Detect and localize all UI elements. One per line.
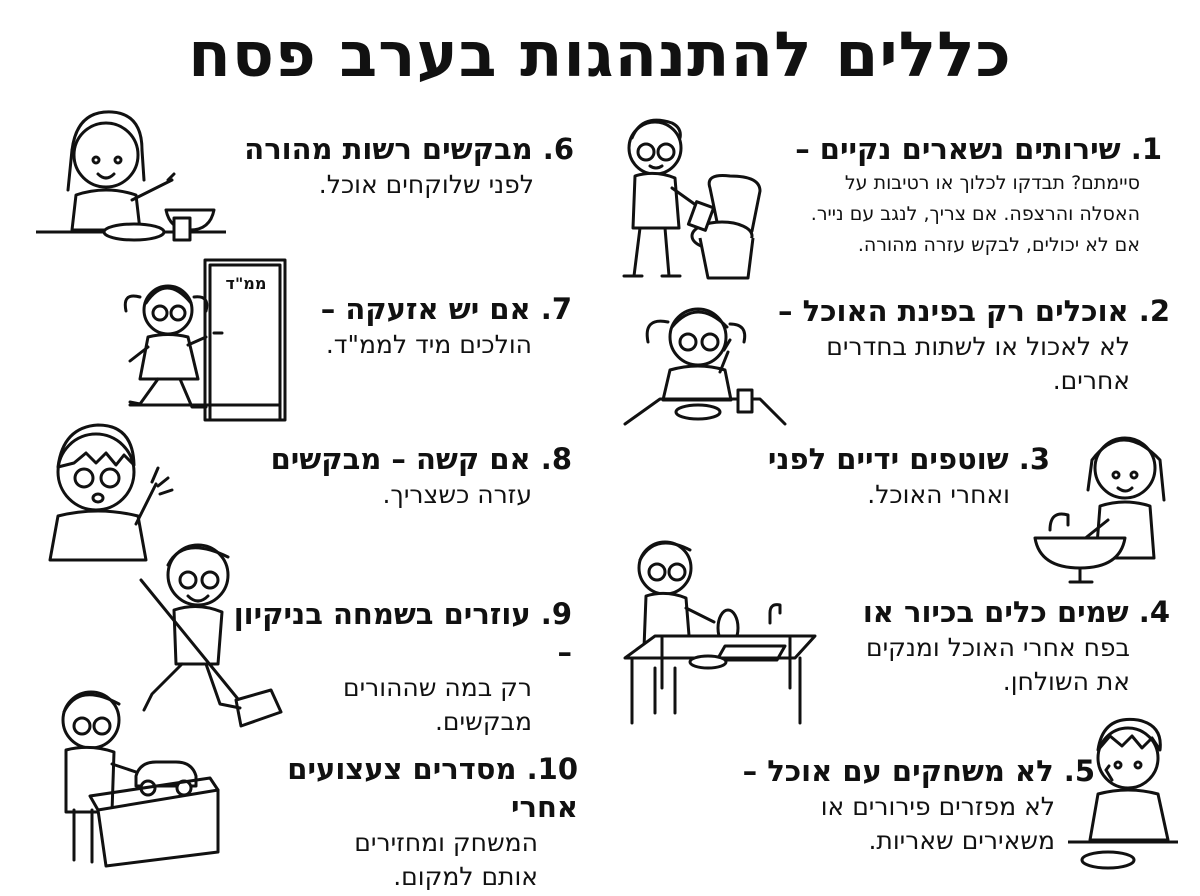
- rule-heading: אם יש אזעקה –: [320, 292, 531, 326]
- rule-body: הולכים מיד לממ"ד.: [325, 330, 532, 359]
- rule-4: 4. שמים כלים בכיור או בפח אחרי האוכל ומנ…: [790, 593, 1170, 699]
- rule-heading: שוטפים ידיים לפני: [767, 442, 1009, 476]
- rule-3: 3. שוטפים ידיים לפני ואחרי האוכל.: [750, 440, 1050, 512]
- rule-heading: לא משחקים עם אוכל –: [742, 754, 1054, 788]
- rule-heading: מבקשים רשות מהורה: [244, 132, 533, 166]
- rule-body: רק במה שההורים מבקשים.: [343, 673, 532, 736]
- rule-number: 1.: [1130, 132, 1162, 166]
- rule-8: 8. אם קשה – מבקשים עזרה כשצריך.: [252, 440, 572, 512]
- girl-asking-permission-icon: [36, 100, 226, 250]
- rule-number: 8.: [540, 442, 572, 476]
- boy-waving-for-help-icon: [36, 412, 186, 562]
- page-title: כללים להתנהגות בערב פסח: [188, 18, 1012, 91]
- rule-body: ואחרי האוכל.: [867, 480, 1010, 509]
- rule-number: 6.: [542, 132, 574, 166]
- rule-number: 3.: [1018, 442, 1050, 476]
- rule-body: סיימתם? תבדקו לכלוך או רטיבות על האסלה ו…: [810, 172, 1140, 256]
- boy-sweeping-icon: [126, 530, 286, 730]
- rule-body: לא מפזרים פירורים או משאירים שאריות.: [820, 792, 1055, 855]
- rule-7: 7. אם יש אזעקה – הולכים מיד לממ"ד.: [272, 290, 572, 362]
- rule-body: המשחק ומחזירים אותם למקום.: [354, 828, 538, 891]
- rule-heading: אוכלים רק בפינת האוכל –: [777, 294, 1129, 328]
- rule-number: 10.: [526, 752, 578, 786]
- rule-body: עזרה כשצריך.: [382, 480, 532, 509]
- boy-putting-toys-in-box-icon: [36, 680, 226, 870]
- rule-body: לפני שלוקחים אוכל.: [318, 170, 534, 199]
- rule-number: 7.: [540, 292, 572, 326]
- rule-number: 4.: [1138, 595, 1170, 629]
- rule-5: 5. לא משחקים עם אוכל – לא מפזרים פירורים…: [715, 752, 1095, 858]
- rule-heading: שירותים נשארים נקיים –: [795, 132, 1121, 166]
- girl-washing-hands-icon: [1030, 420, 1180, 585]
- rule-9: 9. עוזרים בשמחה בניקיון – רק במה שההורים…: [212, 595, 572, 739]
- rule-heading: שמים כלים בכיור או: [862, 595, 1129, 629]
- boy-washing-dishes-icon: [620, 528, 820, 728]
- rule-heading: עוזרים בשמחה בניקיון –: [233, 597, 572, 669]
- boy-eating-icon: [1068, 710, 1178, 870]
- rule-number: 5.: [1063, 754, 1095, 788]
- rule-number: 9.: [540, 597, 572, 631]
- rule-2: 2. אוכלים רק בפינת האוכל – לא לאכול או ל…: [770, 292, 1170, 398]
- rule-number: 2.: [1138, 294, 1170, 328]
- door-sign-text: ממ"ד: [226, 274, 267, 293]
- boy-cleaning-toilet-icon: [610, 108, 775, 283]
- rule-heading: אם קשה – מבקשים: [270, 442, 531, 476]
- girl-eating-at-table-icon: [620, 292, 790, 432]
- rule-body: בפח אחרי האוכל ומנקים את השולחן.: [866, 633, 1130, 696]
- rule-1: 1. שירותים נשארים נקיים – סיימתם? תבדקו …: [732, 130, 1162, 261]
- rule-6: 6. מבקשים רשות מהורה לפני שלוקחים אוכל.: [234, 130, 574, 202]
- girl-running-to-safe-room-icon: ממ"ד: [110, 255, 290, 430]
- rule-heading: מסדרים צעצועים אחרי: [287, 752, 578, 824]
- rule-body: לא לאכול או לשתות בחדרים אחרים.: [826, 332, 1130, 395]
- rule-10: 10. מסדרים צעצועים אחרי המשחק ומחזירים א…: [218, 750, 578, 894]
